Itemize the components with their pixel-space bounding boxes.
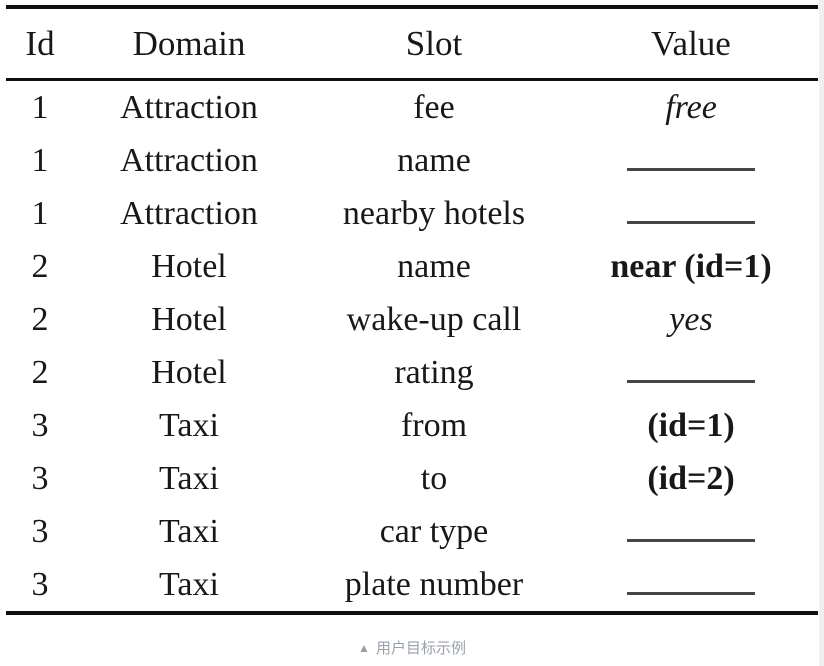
table-top-rule: [6, 5, 818, 9]
table-row: 1 Attraction fee free: [6, 81, 818, 134]
image-edge-artifact: [819, 0, 824, 666]
cell-id: 3: [31, 407, 49, 444]
cell-value: yes: [669, 301, 713, 338]
cell-value: (id=2): [647, 460, 735, 497]
cell-id: 1: [31, 89, 49, 126]
blank-value-line: [627, 373, 755, 383]
table-row: 3 Taxi from (id=1): [6, 399, 818, 452]
table-header-row: Id Domain Slot Value: [6, 9, 818, 78]
user-goal-table: Id Domain Slot Value 1 Attraction fee fr…: [6, 5, 818, 615]
header-slot: Slot: [405, 24, 463, 63]
cell-value: [564, 505, 818, 558]
table-row: 3 Taxi to (id=2): [6, 452, 818, 505]
cell-slot: to: [420, 460, 448, 497]
cell-value: [564, 134, 818, 187]
table-row: 2 Hotel name near (id=1): [6, 240, 818, 293]
cell-slot: fee: [413, 89, 455, 126]
cell-slot: name: [397, 248, 471, 285]
table-row: 3 Taxi plate number: [6, 558, 818, 611]
cell-slot: nearby hotels: [342, 195, 526, 232]
cell-domain: Attraction: [120, 89, 258, 126]
cell-domain: Hotel: [151, 301, 227, 338]
table-row: 2 Hotel wake-up call yes: [6, 293, 818, 346]
blank-value-line: [627, 214, 755, 224]
cell-domain: Taxi: [159, 460, 219, 497]
table-row: 2 Hotel rating: [6, 346, 818, 399]
table-row: 1 Attraction nearby hotels: [6, 187, 818, 240]
cell-value: [564, 346, 818, 399]
cell-value: [564, 187, 818, 240]
cell-id: 1: [31, 142, 49, 179]
header-value: Value: [651, 24, 731, 63]
cell-value: near (id=1): [610, 248, 772, 285]
cell-value: [564, 558, 818, 611]
blank-value-line: [627, 532, 755, 542]
table-bottom-rule: [6, 611, 818, 615]
cell-id: 2: [31, 301, 49, 338]
cell-slot: car type: [379, 513, 489, 550]
blank-value-line: [627, 585, 755, 595]
header-id: Id: [25, 24, 55, 63]
cell-domain: Attraction: [120, 195, 258, 232]
blank-value-line: [627, 161, 755, 171]
cell-domain: Hotel: [151, 248, 227, 285]
cell-id: 1: [31, 195, 49, 232]
cell-value: (id=1): [647, 407, 735, 444]
cell-id: 3: [31, 460, 49, 497]
cell-domain: Attraction: [120, 142, 258, 179]
cell-slot: wake-up call: [346, 301, 522, 338]
cell-slot: from: [400, 407, 468, 444]
figure-caption: ▲ 用户目标示例: [0, 636, 824, 662]
cell-slot: name: [397, 142, 471, 179]
table-row: 1 Attraction name: [6, 134, 818, 187]
cell-id: 2: [31, 248, 49, 285]
cell-id: 3: [31, 513, 49, 550]
cell-slot: plate number: [344, 566, 524, 603]
cell-domain: Hotel: [151, 354, 227, 391]
table-body: 1 Attraction fee free 1 Attraction name …: [6, 81, 818, 611]
cell-domain: Taxi: [159, 513, 219, 550]
table-row: 3 Taxi car type: [6, 505, 818, 558]
caption-triangle-icon: ▲: [358, 641, 370, 655]
cell-value: free: [665, 89, 717, 126]
cell-domain: Taxi: [159, 407, 219, 444]
cell-domain: Taxi: [159, 566, 219, 603]
cell-id: 3: [31, 566, 49, 603]
header-domain: Domain: [132, 24, 246, 63]
table-header-rule: [6, 78, 818, 81]
cell-slot: rating: [394, 354, 474, 391]
cell-id: 2: [31, 354, 49, 391]
caption-text: 用户目标示例: [375, 640, 466, 657]
